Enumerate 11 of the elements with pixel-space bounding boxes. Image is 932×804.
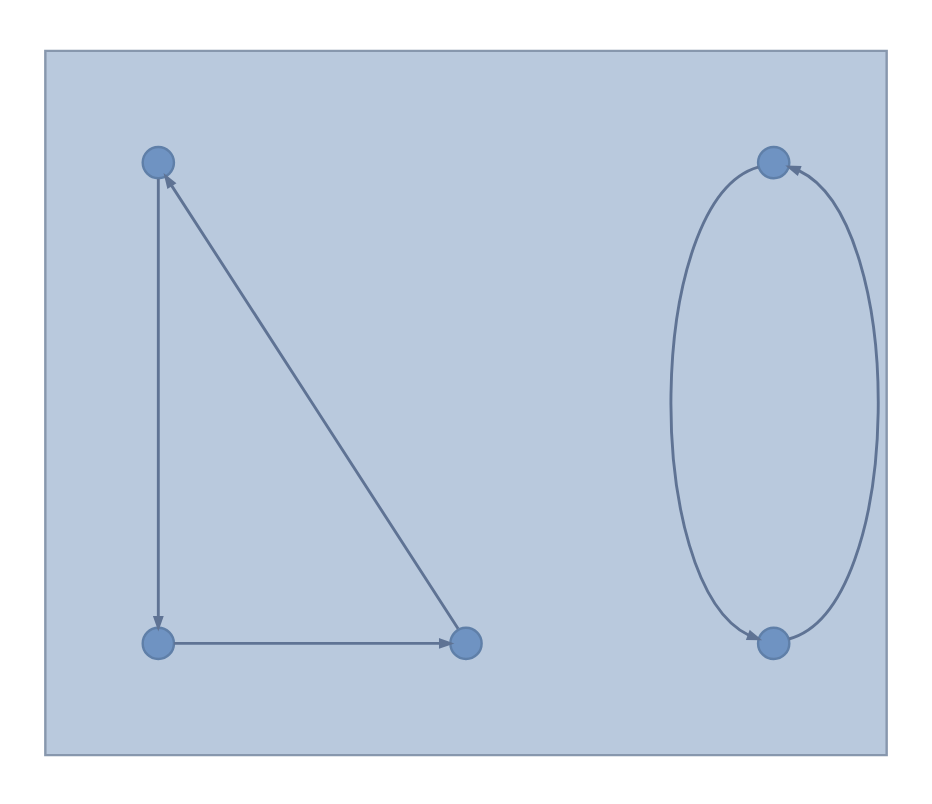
arrow [163, 172, 460, 629]
node-circle [141, 625, 176, 660]
cluster [44, 48, 888, 756]
arrow [152, 177, 164, 631]
node-circle [756, 625, 791, 660]
arrow [669, 164, 763, 640]
arrow [785, 164, 880, 640]
node-circle [756, 144, 791, 179]
arrow [173, 636, 455, 648]
node-circle [449, 625, 483, 660]
node-circle [141, 144, 176, 179]
